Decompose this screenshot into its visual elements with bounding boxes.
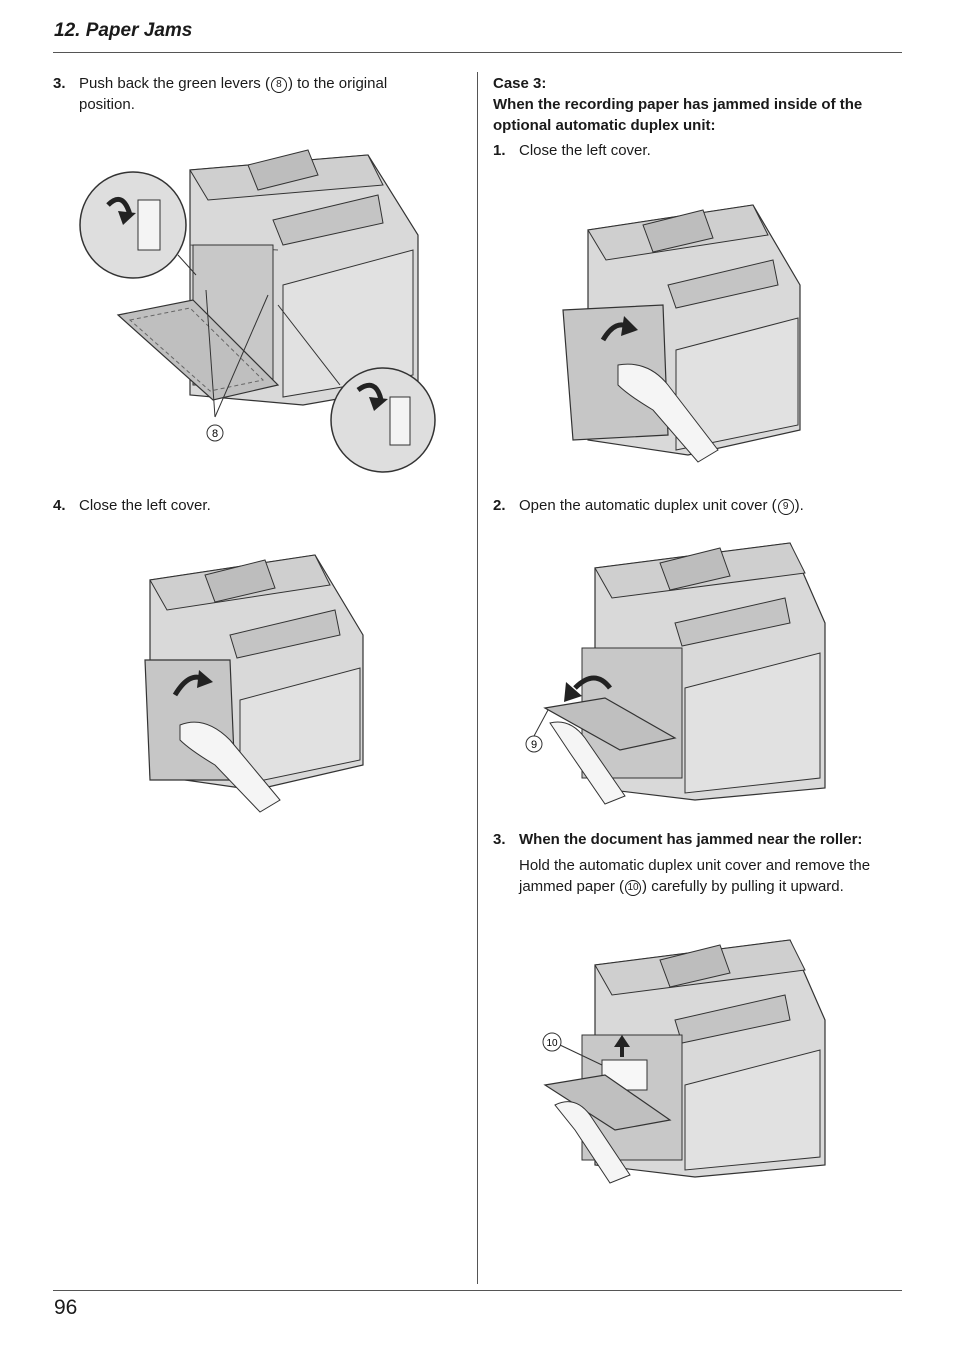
step-number: 1. — [493, 142, 506, 159]
step-text-part: ) carefully by pulling it upward. — [642, 878, 844, 895]
step-text-part: jammed paper ( — [519, 878, 625, 895]
step-text: Close the left cover. — [79, 497, 211, 514]
figure-remove-jammed-paper: 10 — [530, 935, 830, 1185]
case-3-block: Case 3: When the recording paper has jam… — [493, 73, 903, 136]
callout-8-badge: 8 — [270, 77, 287, 93]
step-heading: When the document has jammed near the ro… — [519, 831, 863, 848]
column-divider — [477, 72, 478, 1284]
step-text-part: ) to the original — [287, 75, 388, 92]
printer-illustration — [562, 204, 801, 463]
printer-illustration: 10 — [542, 939, 826, 1184]
figure-push-levers: 8 — [78, 135, 438, 475]
right-step-2: 2. Open the automatic duplex unit cover … — [493, 495, 903, 517]
step-text: Push back the green levers (8) to the or… — [79, 73, 387, 115]
case-title: Case 3: — [493, 75, 547, 92]
header-rule — [53, 52, 902, 53]
left-step-4: 4. Close the left cover. — [53, 495, 463, 517]
step-text: Close the left cover. — [519, 142, 651, 159]
figure-close-left-cover — [135, 550, 385, 820]
case-description: When the recording paper has jammed insi… — [493, 96, 863, 134]
step-text: Hold the automatic duplex unit cover and… — [519, 855, 870, 897]
figure-close-left-cover-duplex — [558, 200, 823, 465]
step-text-part: Open the automatic duplex unit cover ( — [519, 497, 777, 514]
callout-10-badge: 10 — [625, 880, 642, 896]
callout-9-label: 9 — [531, 739, 537, 751]
step-text: Open the automatic duplex unit cover (9)… — [519, 495, 804, 516]
printer-illustration — [144, 554, 364, 813]
section-title: 12. Paper Jams — [54, 20, 193, 41]
step-number: 2. — [493, 497, 506, 514]
step-number: 4. — [53, 497, 66, 514]
step-text-part: Push back the green levers ( — [79, 75, 270, 92]
callout-9-badge: 9 — [777, 499, 794, 515]
step-text-part: ). — [794, 497, 804, 514]
left-step-3: 3. Push back the green levers (8) to the… — [53, 73, 463, 117]
step-text-part: position. — [79, 96, 135, 113]
callout-10-label: 10 — [546, 1038, 558, 1049]
step-number: 3. — [53, 75, 66, 92]
footer-rule — [53, 1290, 902, 1291]
page-number: 96 — [54, 1296, 78, 1319]
callout-8-label: 8 — [212, 428, 218, 440]
right-step-1: 1. Close the left cover. — [493, 140, 903, 162]
step-text-part: Hold the automatic duplex unit cover and… — [519, 857, 871, 874]
step-number: 3. — [493, 831, 506, 848]
right-step-3: 3. When the document has jammed near the… — [493, 829, 903, 897]
printer-illustration: 8 — [79, 149, 436, 473]
printer-illustration: 9 — [525, 542, 826, 805]
figure-open-duplex-cover: 9 — [520, 538, 830, 808]
